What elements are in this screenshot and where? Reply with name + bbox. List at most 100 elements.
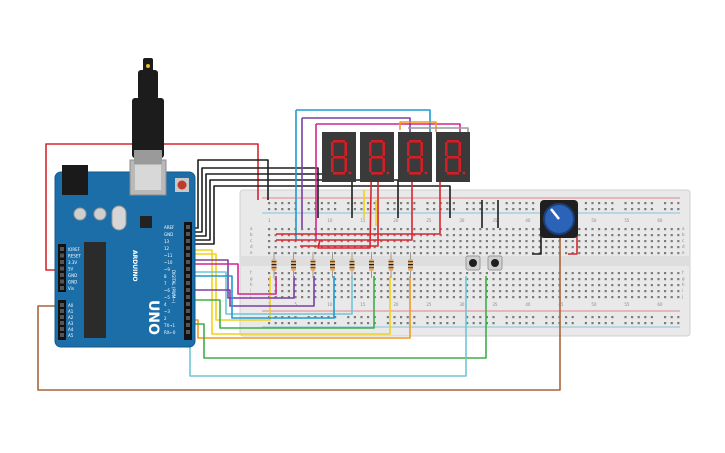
column-marker: 10 bbox=[327, 218, 333, 223]
row-label: h bbox=[682, 282, 685, 287]
digital-pin-label: GND bbox=[164, 232, 173, 237]
resistor bbox=[310, 252, 316, 278]
power-pin-label: RESET bbox=[68, 254, 81, 259]
seven-segment-display[interactable] bbox=[322, 132, 470, 182]
digital-section-label: DIGITAL (PWM~) bbox=[171, 270, 176, 304]
row-label: c bbox=[682, 238, 684, 243]
wire bbox=[188, 276, 487, 359]
column-marker: 20 bbox=[393, 218, 399, 223]
row-label: a bbox=[250, 226, 253, 231]
pushbutton-1[interactable] bbox=[465, 255, 481, 271]
resistor bbox=[271, 252, 277, 278]
wire bbox=[188, 276, 375, 329]
potentiometer[interactable] bbox=[540, 200, 578, 238]
resistor bbox=[291, 252, 296, 278]
microcontroller-chip bbox=[84, 242, 106, 338]
row-label: b bbox=[682, 232, 685, 237]
resistor bbox=[408, 252, 413, 278]
analog-pin-label: A4 bbox=[68, 327, 74, 332]
row-label: g bbox=[250, 276, 253, 281]
digital-pin-label: RX←0 bbox=[164, 330, 176, 335]
wire bbox=[188, 275, 335, 319]
resistor bbox=[349, 252, 355, 278]
column-marker: 55 bbox=[624, 218, 630, 223]
wire bbox=[363, 190, 377, 226]
digital-pin-label: 2 bbox=[164, 316, 167, 321]
usb-cable bbox=[132, 58, 164, 164]
column-marker: 40 bbox=[525, 218, 531, 223]
wire bbox=[37, 238, 561, 391]
digit-2 bbox=[360, 132, 394, 182]
digit-4 bbox=[436, 132, 470, 182]
column-marker: 40 bbox=[525, 302, 531, 307]
digital-pin-label: AREF bbox=[164, 225, 175, 230]
column-marker: 60 bbox=[657, 218, 663, 223]
column-marker: 15 bbox=[360, 302, 366, 307]
row-label: a bbox=[682, 226, 685, 231]
analog-pin-label: A5 bbox=[68, 333, 74, 338]
row-label: i bbox=[250, 288, 251, 293]
column-marker: 30 bbox=[459, 218, 465, 223]
column-marker: 25 bbox=[426, 302, 432, 307]
resistor bbox=[388, 252, 394, 278]
row-label: f bbox=[250, 270, 252, 275]
digital-pin-label: 7 bbox=[164, 281, 167, 286]
digital-pin-label: ~9 bbox=[164, 267, 170, 272]
row-label: d bbox=[682, 244, 685, 249]
wire bbox=[317, 131, 373, 249]
analog-pin-label: A0 bbox=[68, 303, 74, 308]
column-marker: 35 bbox=[492, 302, 498, 307]
column-marker: 45 bbox=[558, 302, 564, 307]
row-label: c bbox=[250, 238, 252, 243]
wire bbox=[188, 167, 319, 233]
wire bbox=[45, 143, 259, 271]
row-label: e bbox=[682, 250, 685, 255]
wire bbox=[188, 173, 353, 237]
wire bbox=[315, 123, 461, 240]
column-marker: 25 bbox=[426, 218, 432, 223]
row-label: e bbox=[250, 250, 253, 255]
column-marker: 35 bbox=[492, 218, 498, 223]
digital-pin-label: ~11 bbox=[164, 253, 173, 258]
wire bbox=[276, 182, 441, 235]
wire bbox=[399, 121, 437, 132]
resistor bbox=[369, 252, 374, 278]
column-marker: 1 bbox=[268, 218, 271, 223]
digital-pin-label: 12 bbox=[164, 246, 170, 251]
wire bbox=[276, 182, 413, 241]
digit-3 bbox=[398, 132, 432, 182]
digital-pin-label: 8 bbox=[164, 274, 167, 279]
row-label: j bbox=[681, 294, 683, 299]
digital-pin-label: ~5 bbox=[164, 295, 170, 300]
analog-pin-label: A1 bbox=[68, 309, 74, 314]
power-pin-label: 5V bbox=[68, 267, 74, 272]
wire bbox=[188, 249, 391, 335]
row-label: j bbox=[249, 294, 251, 299]
power-pin-label: GND bbox=[68, 280, 77, 285]
digital-pin-label: ~3 bbox=[164, 309, 170, 314]
analog-header bbox=[58, 300, 66, 340]
row-label: b bbox=[250, 232, 253, 237]
resistors bbox=[271, 252, 413, 278]
column-marker: 55 bbox=[624, 302, 630, 307]
wire bbox=[188, 263, 277, 295]
column-marker: 30 bbox=[459, 302, 465, 307]
analog-pin-label: A2 bbox=[68, 315, 74, 320]
row-label: d bbox=[250, 244, 253, 249]
digital-pin-label: ~6 bbox=[164, 288, 170, 293]
column-marker: 20 bbox=[393, 302, 399, 307]
pushbutton-2[interactable] bbox=[487, 255, 503, 271]
wire bbox=[188, 179, 399, 241]
power-jack bbox=[62, 165, 88, 195]
row-label: i bbox=[682, 288, 683, 293]
row-label: h bbox=[250, 282, 253, 287]
digit-1 bbox=[322, 132, 356, 182]
digital-pin-label: 13 bbox=[164, 239, 170, 244]
resistor bbox=[330, 252, 335, 278]
wire bbox=[188, 185, 451, 245]
